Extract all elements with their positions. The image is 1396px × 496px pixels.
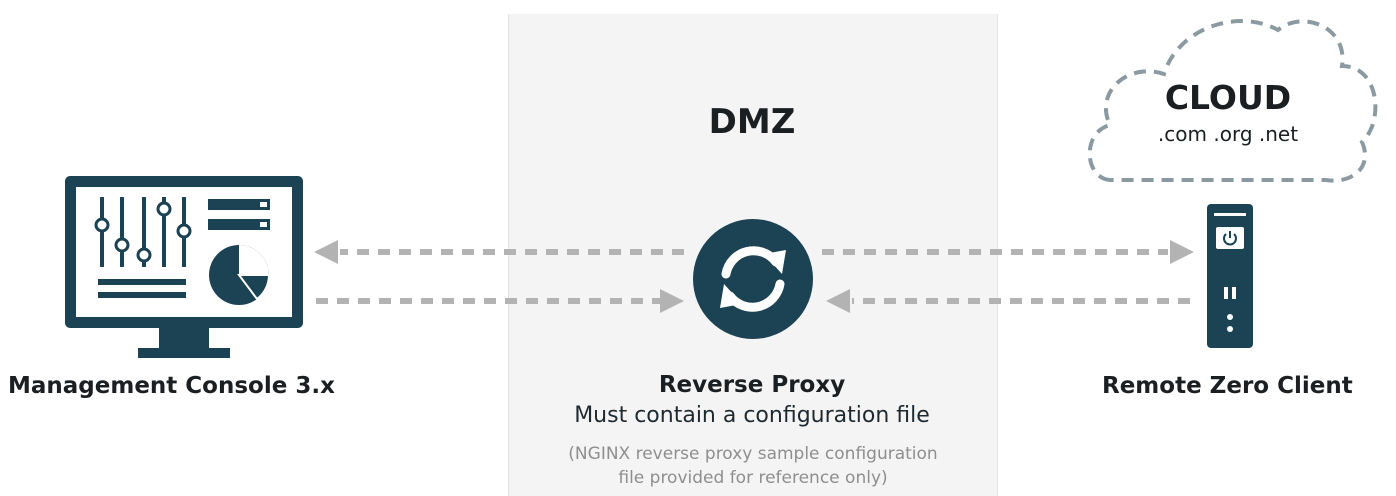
console-proxy-arrows [314,240,684,313]
remote-zero-client-label: Remote Zero Client [1102,373,1353,399]
dmz-title: DMZ [708,102,796,142]
arrow-to-console [314,240,684,264]
reverse-proxy-note-line2: file provided for reference only) [618,468,888,488]
zero-client-device-icon [1207,204,1253,348]
cloud-title: CLOUD [1164,78,1292,117]
arrow-to-client [822,240,1194,264]
reverse-proxy-description: Must contain a configuration file [574,403,930,428]
arrow-to-proxy [316,289,684,313]
reverse-proxy-note: (NGINX reverse proxy sample configuratio… [530,442,976,490]
sync-icon [693,219,813,339]
arrow-to-proxy-from-client [826,289,1190,313]
management-console-label: Management Console 3.x [8,373,335,399]
monitor-dashboard-icon [65,176,303,358]
reverse-proxy-note-line1: (NGINX reverse proxy sample configuratio… [568,444,938,464]
reverse-proxy-title: Reverse Proxy [658,372,846,398]
cloud-domains: .com .org .net [1157,122,1299,146]
proxy-client-arrows [822,240,1194,313]
cloud-icon [1087,19,1378,183]
